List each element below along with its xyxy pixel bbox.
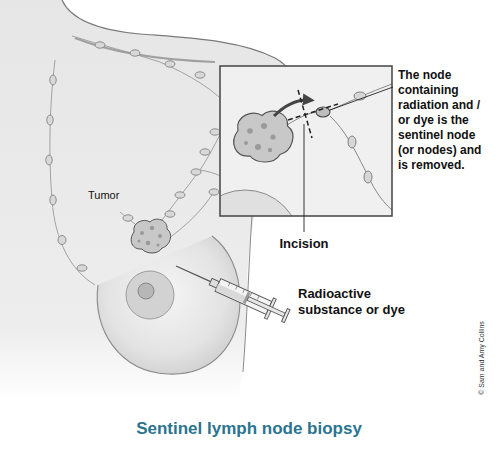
tick: [257, 296, 259, 300]
lymph-node: [200, 149, 210, 155]
lymph-node: [191, 169, 201, 175]
plunger-thumb: [282, 309, 290, 323]
copyright-note: © Sam and Amy Collins: [478, 321, 486, 395]
breast: [97, 236, 240, 374]
lymph-vessel: [72, 36, 232, 110]
lymph-node: [123, 215, 133, 221]
lymph-node: [175, 192, 185, 198]
lymph-node: [46, 155, 52, 165]
texture-dot: [247, 128, 253, 134]
text-slot: © Sam and Amy Collins: [445, 354, 504, 362]
nipple: [138, 283, 154, 299]
inset-frame: [220, 66, 392, 216]
syringe-fluid: [215, 284, 245, 303]
lymph-node: [210, 129, 220, 135]
callout-note: The node containing radiation and / or d…: [398, 68, 494, 173]
lymph-node: [348, 136, 356, 148]
inset-breast: [220, 190, 300, 216]
text-slot: Radioactive substance or dye: [298, 286, 428, 318]
incision-line: [288, 104, 338, 120]
lymph-node: [165, 61, 175, 67]
lymph-node: [77, 265, 87, 271]
inset-detail: [220, 66, 392, 216]
lymph-node: [50, 75, 56, 85]
texture-dot: [244, 141, 248, 145]
lymph-node: [195, 72, 205, 78]
syringe-barrel: [215, 279, 272, 315]
lymph-node: [165, 211, 175, 217]
texture-dot: [158, 234, 162, 238]
tick: [236, 286, 238, 290]
lymph-nodes: [46, 42, 243, 271]
lymph-vessel: [50, 60, 95, 285]
lymph-node: [130, 50, 140, 56]
lymph-node: [209, 189, 219, 195]
lymph-node: [58, 236, 66, 245]
inset-tumor: [234, 111, 293, 162]
syringe-label: Radioactive substance or dye: [298, 286, 428, 318]
texture-dot: [261, 123, 267, 129]
tumor-texture: [244, 123, 276, 152]
texture-dot: [146, 241, 151, 246]
lymph-node: [95, 42, 105, 48]
lymph-node: [364, 171, 372, 183]
inset-vessel: [330, 84, 392, 110]
tick: [243, 289, 245, 293]
texture-dot: [156, 243, 159, 246]
barrel-ticks: [228, 283, 259, 300]
texture-dot: [268, 148, 272, 152]
texture-dot: [150, 226, 154, 230]
leader-line: [330, 87, 393, 110]
plunger-rod: [247, 297, 285, 317]
syringe: [171, 256, 291, 326]
inset-vessel: [330, 116, 392, 210]
tick: [228, 283, 230, 287]
text-slot: The node containing radiation and / or d…: [398, 68, 494, 173]
text-slot: Tumor: [88, 189, 119, 202]
needle: [176, 266, 211, 282]
lymph-node: [47, 115, 53, 125]
texture-dot: [255, 144, 261, 150]
leader-line: [304, 124, 305, 232]
structure-label: Tumor: [88, 189, 119, 202]
text-slot: Incision: [279, 236, 328, 252]
figure-caption: Sentinel lymph node biopsy: [136, 418, 362, 439]
tumor: [131, 219, 170, 253]
areola: [126, 271, 174, 319]
tumor-texture: [138, 226, 163, 247]
texture-dot: [140, 231, 144, 235]
clavicle: [75, 38, 215, 62]
incision-label: Incision: [279, 236, 328, 252]
texture-dot: [138, 240, 141, 243]
lymph-node: [50, 195, 56, 205]
texture-dot: [270, 134, 275, 139]
text-slot: Sentinel lymph node biopsy: [136, 418, 362, 439]
